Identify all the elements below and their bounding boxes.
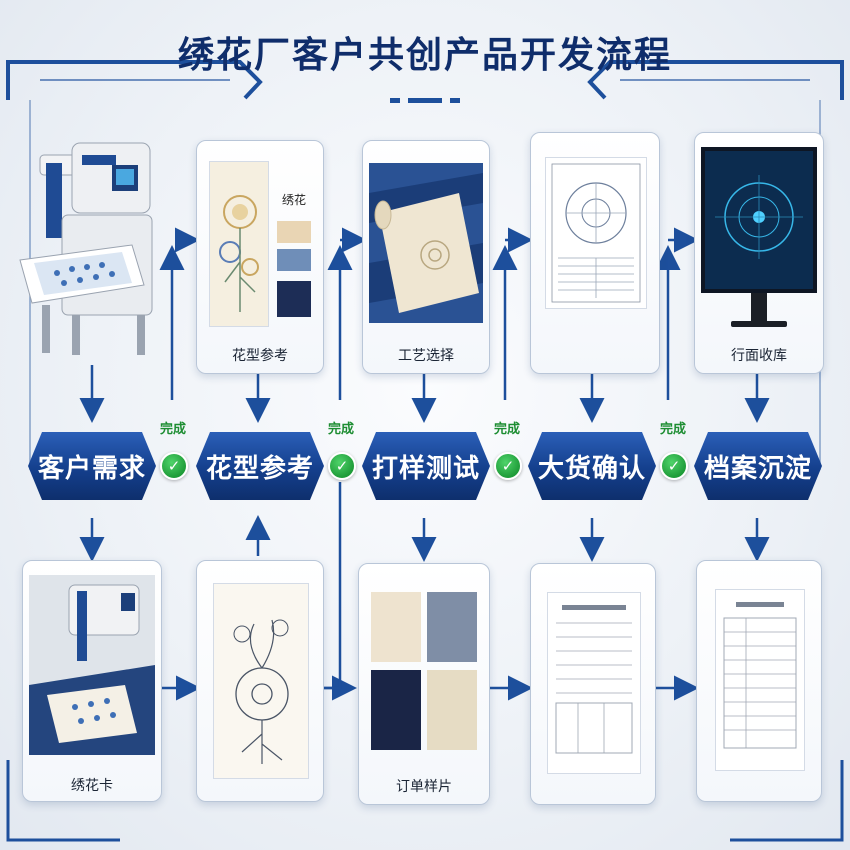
- stage-banner-bulk-confirmation: 大货确认: [528, 432, 656, 500]
- top-card-3-caption: 工艺选择: [398, 348, 454, 364]
- fabric-roll-image: [369, 163, 483, 323]
- swatch-label: 绣花: [281, 193, 306, 207]
- top-card-technical-drawing: [530, 132, 660, 374]
- done-label-3: 完成: [494, 422, 521, 437]
- check-icon: ✓: [328, 452, 356, 480]
- check-icon: ✓: [160, 452, 188, 480]
- bottom-card-order-form: [530, 563, 656, 805]
- stage-banner-sample-testing: 打样测试: [362, 432, 490, 500]
- connector-down-1: [320, 482, 342, 690]
- swatch-blue: [277, 249, 311, 271]
- top-card-embroidery-machine: [12, 135, 162, 365]
- embroidery-machine-image: [19, 142, 153, 355]
- done-label-2: 完成: [328, 422, 355, 437]
- stage-banner-customer-needs: 客户需求: [28, 432, 156, 500]
- check-icon: ✓: [494, 452, 522, 480]
- swatch-navy: [277, 281, 311, 317]
- sample-swatch-grey-blue: [427, 592, 477, 662]
- bottom-card-archive-form: [696, 560, 822, 802]
- bottom-card-embroidery-card: 绣花卡: [22, 560, 162, 802]
- sample-swatch-navy: [371, 670, 421, 750]
- sample-swatch-cream: [371, 592, 421, 662]
- top-card-2-caption: 花型参考: [232, 348, 288, 364]
- stage-banner-pattern-reference: 花型参考: [196, 432, 324, 500]
- order-form-image: [547, 592, 641, 774]
- top-card-floral-reference: 绣花 花型参考: [196, 140, 324, 374]
- technical-drawing-image: [545, 157, 647, 309]
- archive-form-image: [715, 589, 805, 771]
- stage-banner-archive: 档案沉淀: [694, 432, 822, 500]
- top-card-craft-selection: 工艺选择: [362, 140, 490, 374]
- bottom-card-order-samples: 订单样片: [358, 563, 490, 805]
- bottom-card-3-caption: 订单样片: [396, 779, 452, 795]
- floral-pattern-image: [209, 161, 269, 327]
- sample-swatch-beige: [427, 670, 477, 750]
- check-icon: ✓: [660, 452, 688, 480]
- floral-sketch-image: [213, 583, 309, 779]
- page-title: 绣花厂客户共创产品开发流程: [177, 35, 672, 76]
- done-label-4: 完成: [660, 422, 687, 437]
- bottom-card-floral-sketch: [196, 560, 324, 802]
- title-underline: [390, 98, 460, 103]
- top-card-monitor: 行面收库: [694, 132, 824, 374]
- machine-embroidering-image: [29, 575, 155, 755]
- top-card-5-caption: 行面收库: [731, 348, 787, 364]
- bottom-card-1-caption: 绣花卡: [71, 778, 113, 794]
- swatch-beige: [277, 221, 311, 243]
- computer-monitor-image: [701, 147, 817, 327]
- done-label-1: 完成: [160, 422, 187, 437]
